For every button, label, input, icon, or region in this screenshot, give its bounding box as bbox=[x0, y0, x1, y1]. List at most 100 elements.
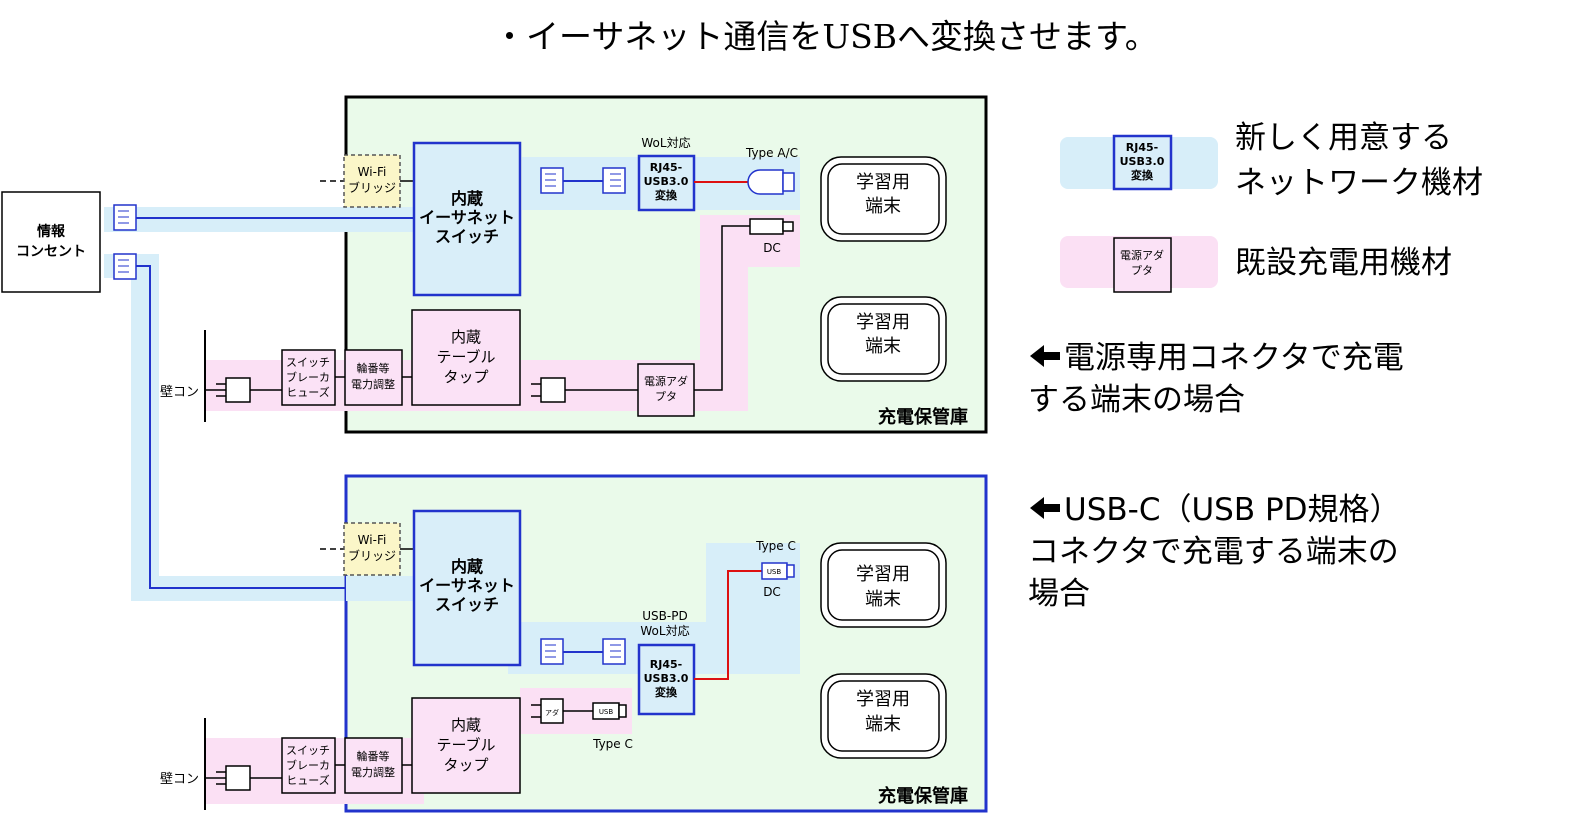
learning-terminal: 学習用 端末 bbox=[820, 542, 947, 628]
usb-plug-icon: USB bbox=[592, 702, 627, 720]
learning-terminal: 学習用 端末 bbox=[820, 156, 947, 242]
svg-text:テーブル: テーブル bbox=[436, 736, 495, 754]
table-tap: 内蔵 テーブル タップ bbox=[411, 309, 521, 406]
svg-text:輪番等: 輪番等 bbox=[357, 361, 390, 375]
svg-text:電力調整: 電力調整 bbox=[351, 765, 395, 779]
svg-text:コンセント: コンセント bbox=[16, 244, 86, 260]
svg-text:タップ: タップ bbox=[443, 368, 488, 386]
ethernet-switch: 内蔵 イーサネット スイッチ bbox=[412, 509, 522, 667]
rj45-port-icon bbox=[113, 204, 137, 231]
svg-text:端末: 端末 bbox=[865, 589, 901, 610]
rj45-jack-icon bbox=[602, 638, 626, 665]
svg-text:イーサネット: イーサネット bbox=[419, 576, 515, 595]
legend-new-label: 新しく用意する bbox=[1235, 120, 1452, 156]
legend: RJ45- USB3.0 変換 新しく用意する ネットワーク機材 電源アダ プタ… bbox=[1060, 120, 1483, 293]
wifi-bridge: Wi-Fi ブリッジ bbox=[343, 154, 401, 208]
svg-text:RJ45-: RJ45- bbox=[650, 658, 682, 671]
svg-text:輪番等: 輪番等 bbox=[357, 749, 390, 763]
svg-text:端末: 端末 bbox=[865, 196, 901, 217]
ethernet-switch: 内蔵 イーサネット スイッチ bbox=[412, 141, 522, 297]
svg-text:スイッチ: スイッチ bbox=[435, 227, 499, 246]
type-c-label: Type C bbox=[592, 737, 633, 751]
wifi-bridge: Wi-Fi ブリッジ bbox=[343, 522, 401, 576]
rotation-power-controller: 輪番等 電力調整 bbox=[344, 349, 403, 406]
power-adapter: 電源アダ プタ bbox=[637, 363, 695, 417]
learning-terminal: 学習用 端末 bbox=[820, 673, 947, 759]
dc-label: DC bbox=[763, 585, 781, 599]
svg-text:情報: 情報 bbox=[37, 223, 66, 240]
rj45-usb-converter: RJ45- USB3.0 変換 bbox=[637, 643, 696, 716]
breaker-switch: スイッチ ブレーカ ヒューズ bbox=[281, 737, 336, 794]
rotation-power-controller: 輪番等 電力調整 bbox=[344, 737, 403, 794]
page-title: ・イーサネット通信をUSBへ変換させます。 bbox=[493, 17, 1158, 56]
left-arrow-icon bbox=[1030, 497, 1060, 519]
svg-text:ヒューズ: ヒューズ bbox=[286, 773, 329, 787]
svg-text:内蔵: 内蔵 bbox=[451, 557, 483, 576]
dc-label: DC bbox=[763, 241, 781, 255]
svg-text:端末: 端末 bbox=[865, 714, 901, 735]
table-tap: 内蔵 テーブル タップ bbox=[411, 697, 521, 794]
charging-cabinet-2: Wi-Fi ブリッジ 内蔵 イーサネット スイッチ USB-PD WoL対応 bbox=[160, 474, 988, 813]
svg-text:イーサネット: イーサネット bbox=[419, 208, 515, 227]
wall-outlet-label: 壁コン bbox=[160, 772, 199, 787]
note-dc: 電源専用コネクタで充電 する端末の場合 bbox=[1028, 340, 1404, 418]
rj45-jack-icon bbox=[602, 167, 626, 194]
svg-text:アダ: アダ bbox=[545, 708, 559, 717]
svg-text:内蔵: 内蔵 bbox=[451, 189, 483, 208]
svg-text:電源アダ: 電源アダ bbox=[644, 374, 688, 388]
svg-text:電源アダ: 電源アダ bbox=[1120, 248, 1164, 262]
legend-swatch-new: RJ45- USB3.0 変換 bbox=[1112, 134, 1173, 191]
svg-text:USB3.0: USB3.0 bbox=[644, 175, 689, 188]
cabinet-label: 充電保管庫 bbox=[878, 406, 968, 428]
rj45-jack-icon bbox=[540, 167, 564, 194]
svg-text:USB-C（USB PD規格）: USB-C（USB PD規格） bbox=[1064, 492, 1401, 528]
dc-plug-icon bbox=[749, 218, 794, 235]
svg-text:内蔵: 内蔵 bbox=[451, 716, 481, 734]
type-ac-label: Type A/C bbox=[745, 146, 798, 160]
svg-text:スイッチ: スイッチ bbox=[286, 356, 330, 369]
svg-text:変換: 変換 bbox=[1131, 168, 1154, 182]
svg-text:スイッチ: スイッチ bbox=[286, 744, 330, 757]
svg-text:学習用: 学習用 bbox=[856, 564, 910, 585]
svg-text:プタ: プタ bbox=[655, 390, 677, 403]
svg-text:ブレーカ: ブレーカ bbox=[286, 758, 330, 772]
rj45-jack-icon bbox=[540, 638, 564, 665]
svg-text:ブリッジ: ブリッジ bbox=[348, 180, 396, 195]
wol-label: WoL対応 bbox=[640, 624, 689, 638]
usbpd-label: USB-PD bbox=[642, 609, 687, 623]
svg-text:コネクタで充電する端末の: コネクタで充電する端末の bbox=[1028, 534, 1399, 570]
left-arrow-icon bbox=[1030, 345, 1060, 367]
legend-existing-label: 既設充電用機材 bbox=[1235, 245, 1452, 281]
svg-text:変換: 変換 bbox=[655, 188, 678, 202]
svg-text:USB3.0: USB3.0 bbox=[1120, 155, 1165, 168]
svg-text:USB: USB bbox=[767, 568, 782, 576]
breaker-switch: スイッチ ブレーカ ヒューズ bbox=[281, 349, 336, 406]
usb-c-plug-icon: USB bbox=[761, 562, 795, 580]
svg-text:場合: 場合 bbox=[1028, 576, 1090, 612]
wall-outlet-label: 壁コン bbox=[160, 385, 199, 400]
wol-label: WoL対応 bbox=[641, 136, 690, 150]
svg-text:電力調整: 電力調整 bbox=[351, 377, 395, 391]
svg-text:学習用: 学習用 bbox=[856, 689, 910, 710]
type-c-label: Type C bbox=[755, 539, 796, 553]
svg-text:学習用: 学習用 bbox=[856, 312, 910, 333]
svg-text:Wi-Fi: Wi-Fi bbox=[358, 533, 387, 547]
svg-text:USB: USB bbox=[599, 708, 614, 716]
rj45-port-icon bbox=[113, 253, 137, 280]
svg-text:USB3.0: USB3.0 bbox=[644, 672, 689, 685]
cabinet-label: 充電保管庫 bbox=[878, 785, 968, 807]
svg-text:テーブル: テーブル bbox=[436, 348, 495, 366]
svg-text:する端末の場合: する端末の場合 bbox=[1028, 382, 1245, 418]
charging-cabinet-1: Wi-Fi ブリッジ 内蔵 イーサネット スイッチ WoL対応 bbox=[104, 95, 988, 601]
svg-text:内蔵: 内蔵 bbox=[451, 328, 481, 346]
svg-text:変換: 変換 bbox=[655, 685, 678, 699]
legend-new-label: ネットワーク機材 bbox=[1235, 165, 1483, 201]
svg-text:ブリッジ: ブリッジ bbox=[348, 548, 396, 563]
usb-plug-icon bbox=[747, 169, 795, 195]
network-band bbox=[104, 207, 414, 232]
svg-text:学習用: 学習用 bbox=[856, 172, 910, 193]
svg-text:Wi-Fi: Wi-Fi bbox=[358, 165, 387, 179]
svg-text:端末: 端末 bbox=[865, 336, 901, 357]
network-band bbox=[131, 254, 159, 601]
